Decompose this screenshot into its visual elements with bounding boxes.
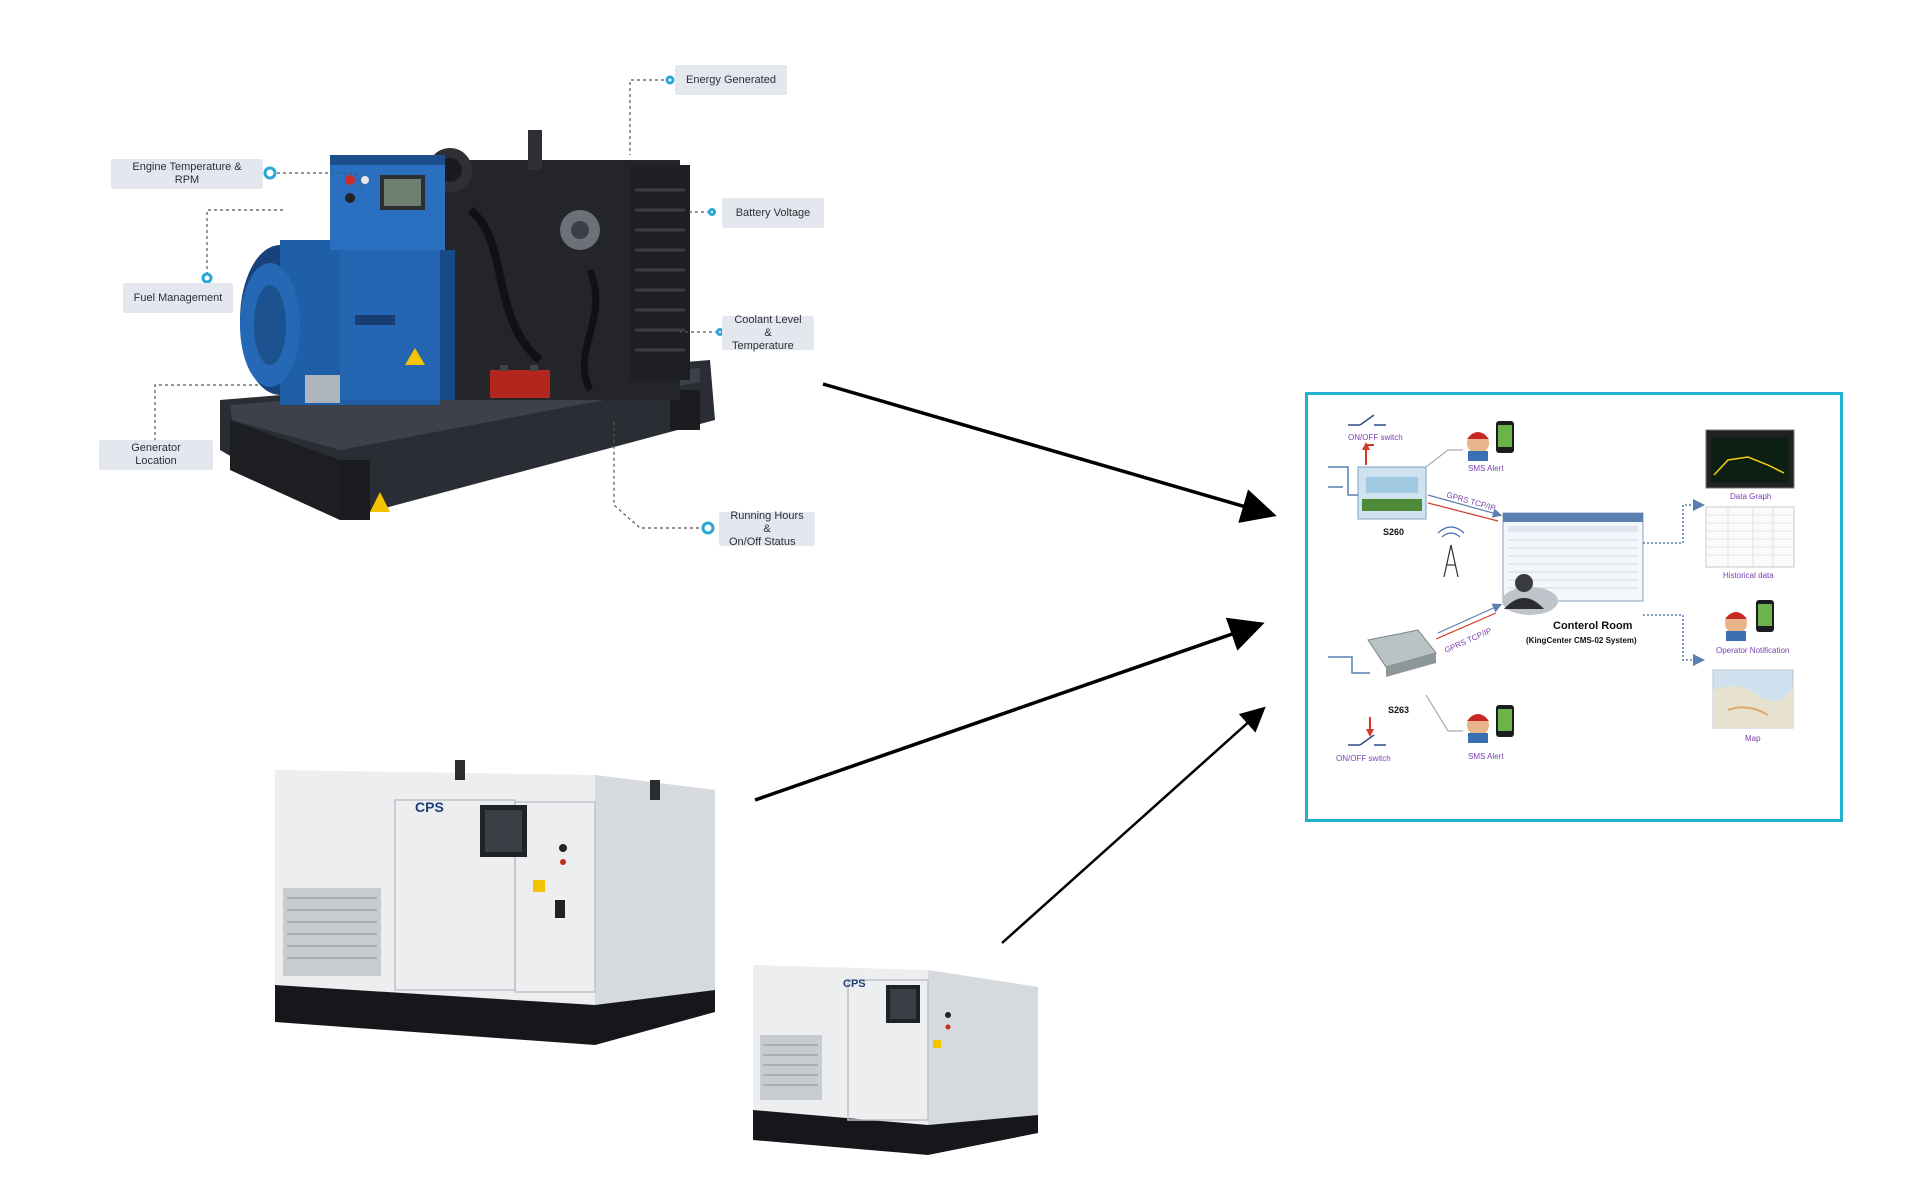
label-s260: S260: [1383, 527, 1404, 537]
label-data-graph: Data Graph: [1730, 492, 1771, 501]
monitoring-system-diagram: ON/OFF switch S260: [1328, 414, 1795, 763]
map-thumbnail: [1712, 669, 1794, 729]
callout-leaders: [154, 75, 724, 535]
label-historical-data: Historical data: [1723, 571, 1774, 580]
canopy-generator-small: CPS: [753, 965, 1038, 1155]
label-onoff-switch-bottom: ON/OFF switch: [1336, 754, 1391, 763]
operator-notification-avatar-icon: [1725, 612, 1747, 641]
arrow-small-canopy: [1001, 706, 1266, 944]
label-control-room-sub: (KingCenter CMS-02 System): [1526, 636, 1637, 645]
operator-avatar-top-icon: [1467, 432, 1489, 461]
callout-running-hours-status: Running Hours &On/Off Status: [719, 510, 815, 548]
label-sms-alert-top: SMS Alert: [1468, 464, 1504, 473]
antenna-tower-icon: [1437, 526, 1465, 578]
label-sms-alert-bottom: SMS Alert: [1468, 752, 1504, 761]
device-s260-icon: [1357, 466, 1427, 520]
callout-coolant-level-temperature: Coolant Level &Temperature: [722, 314, 814, 352]
arrow-open-generator: [822, 382, 1277, 523]
phone-bottom-icon: [1496, 705, 1514, 737]
monitoring-system-panel: ON/OFF switch S260: [1305, 392, 1843, 822]
historical-data-thumbnail: [1705, 506, 1795, 568]
label-s263: S263: [1388, 705, 1409, 715]
switch-bottom-icon: [1348, 734, 1386, 746]
label-control-room: Conterol Room: [1553, 620, 1633, 632]
brand-logo-large: CPS: [415, 799, 444, 815]
operator-desk-icon: [1502, 574, 1558, 615]
callout-generator-location: Generator Location: [99, 440, 213, 470]
callout-energy-generated: Energy Generated: [675, 65, 787, 95]
label-gprs-bottom: GPRS TCP/IP: [1443, 626, 1493, 655]
phone-top-icon: [1496, 421, 1514, 453]
callout-engine-temperature-rpm: Engine Temperature & RPM: [111, 159, 263, 189]
label-operator-notification: Operator Notification: [1716, 646, 1789, 655]
callout-fuel-management: Fuel Management: [123, 283, 233, 313]
brand-logo-small: CPS: [843, 978, 866, 990]
canopy-generator-large: CPS: [275, 760, 715, 1045]
data-graph-thumbnail: [1705, 429, 1795, 489]
callout-battery-voltage: Battery Voltage: [722, 198, 824, 228]
label-map: Map: [1745, 734, 1761, 743]
device-s263-icon: [1367, 629, 1437, 677]
label-onoff-switch-top: ON/OFF switch: [1348, 433, 1403, 442]
arrow-large-canopy: [754, 617, 1265, 802]
operator-notification-phone-icon: [1756, 600, 1774, 632]
switch-top-icon: [1348, 414, 1386, 426]
open-frame-generator: [220, 130, 715, 520]
operator-avatar-bottom-icon: [1467, 714, 1489, 743]
